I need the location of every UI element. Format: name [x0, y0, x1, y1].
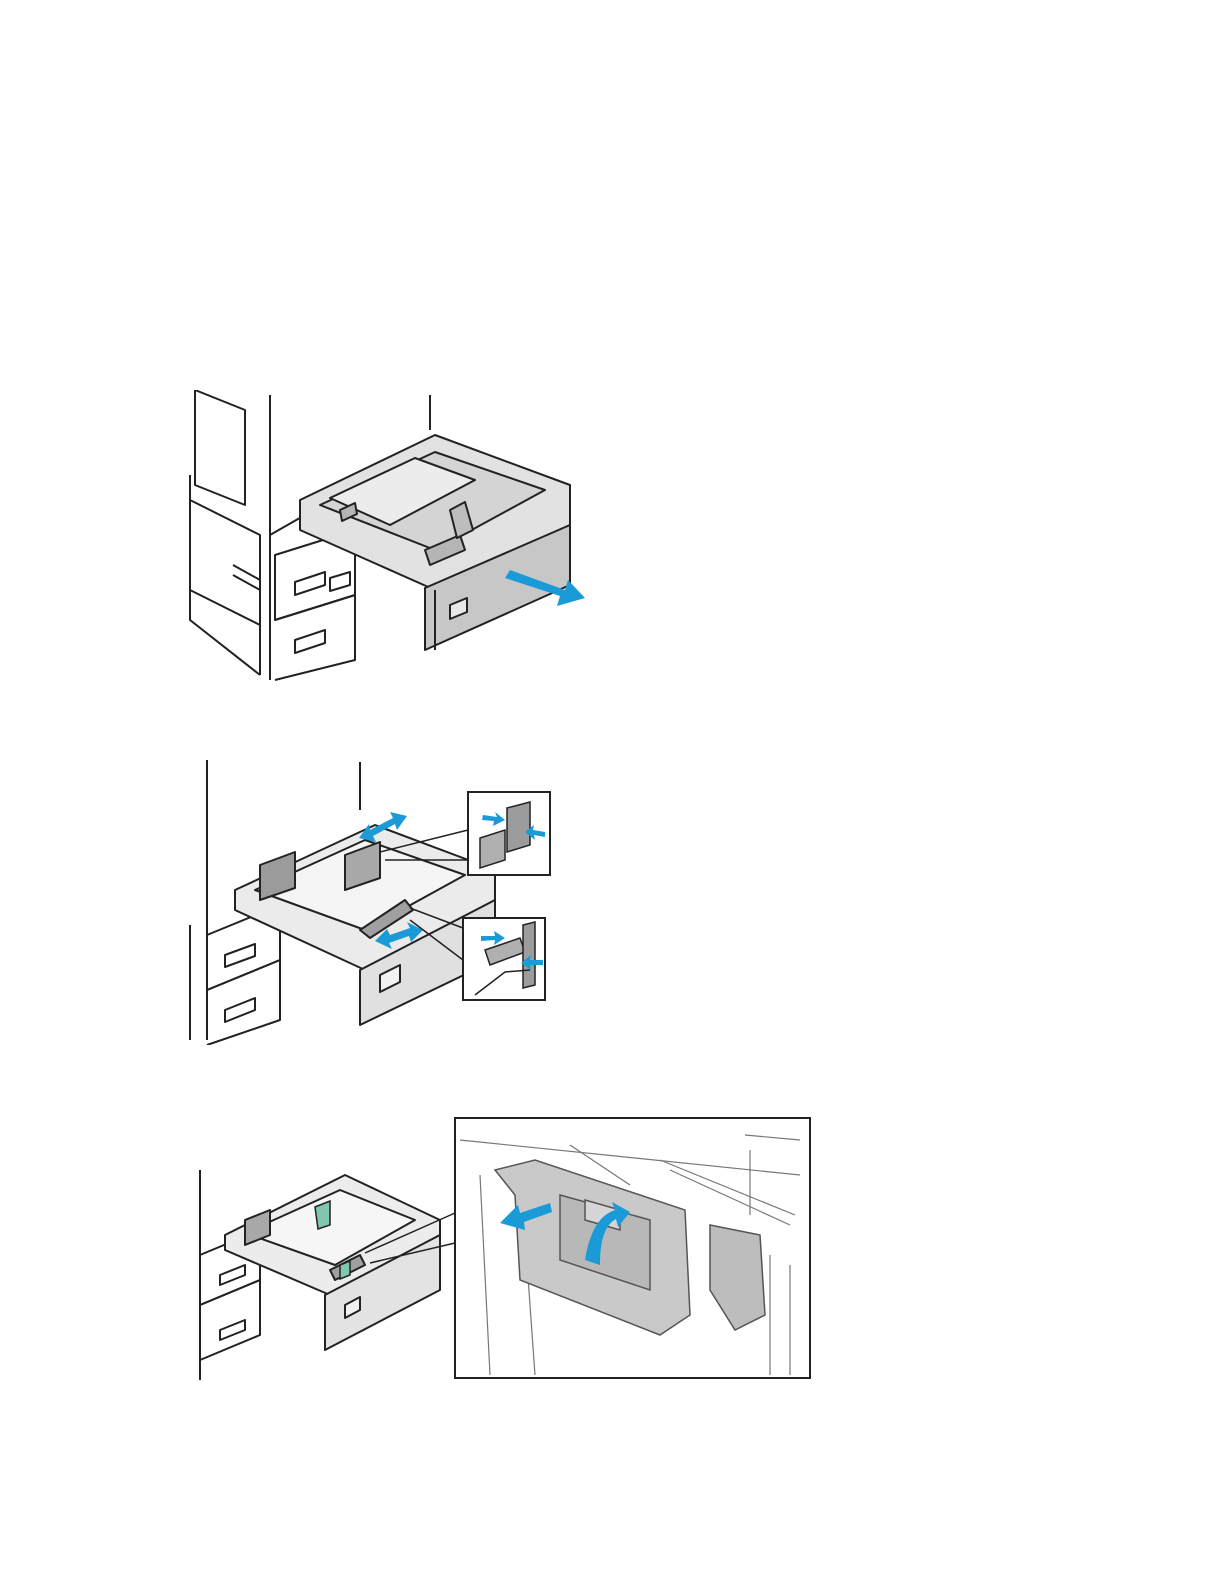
figure-guide-release — [190, 1115, 815, 1385]
figure-tray-pull-out — [185, 390, 595, 682]
figure-guide-adjust — [185, 760, 555, 1045]
